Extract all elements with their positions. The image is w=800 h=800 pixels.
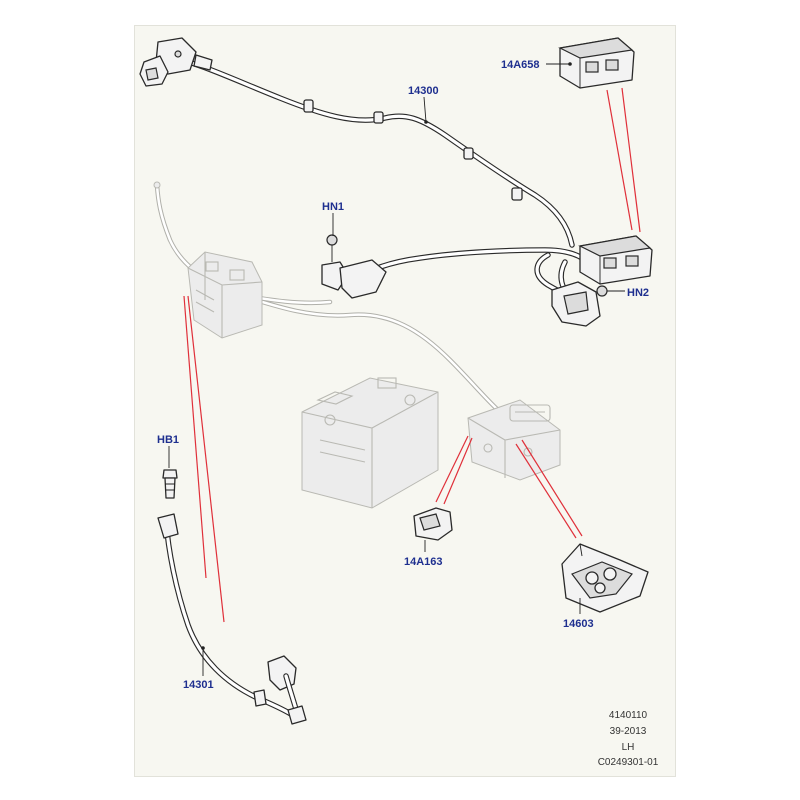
part-14603 xyxy=(561,543,649,613)
part-14A658-installed xyxy=(578,235,653,285)
callout-14603: 14603 xyxy=(563,618,594,630)
reference-info: 4140110 39-2013 LH C0249301-01 xyxy=(598,710,659,768)
callout-HN2: HN2 xyxy=(627,287,649,299)
part-14A658 xyxy=(558,37,635,89)
callout-14301: 14301 xyxy=(183,679,214,691)
part-HB1 xyxy=(162,469,178,499)
callout-leaders xyxy=(168,62,625,676)
callout-labels: 14A658 14300 HN1 HN2 HB1 14A163 14603 14… xyxy=(157,59,649,691)
info-line-3: LH xyxy=(622,742,635,753)
reference-lines xyxy=(183,87,641,623)
callout-14A658: 14A658 xyxy=(501,59,540,71)
info-line-2: 39-2013 xyxy=(610,726,647,737)
harness-14300 xyxy=(139,37,608,327)
part-14A163 xyxy=(413,507,453,541)
info-line-4: C0249301-01 xyxy=(598,757,659,768)
callout-HN1: HN1 xyxy=(322,201,344,213)
ghost-components xyxy=(153,181,561,509)
cable-14301 xyxy=(157,513,307,725)
callout-14300: 14300 xyxy=(408,85,439,97)
callout-HB1: HB1 xyxy=(157,434,179,446)
info-line-1: 4140110 xyxy=(609,710,648,721)
callout-14A163: 14A163 xyxy=(404,556,443,568)
